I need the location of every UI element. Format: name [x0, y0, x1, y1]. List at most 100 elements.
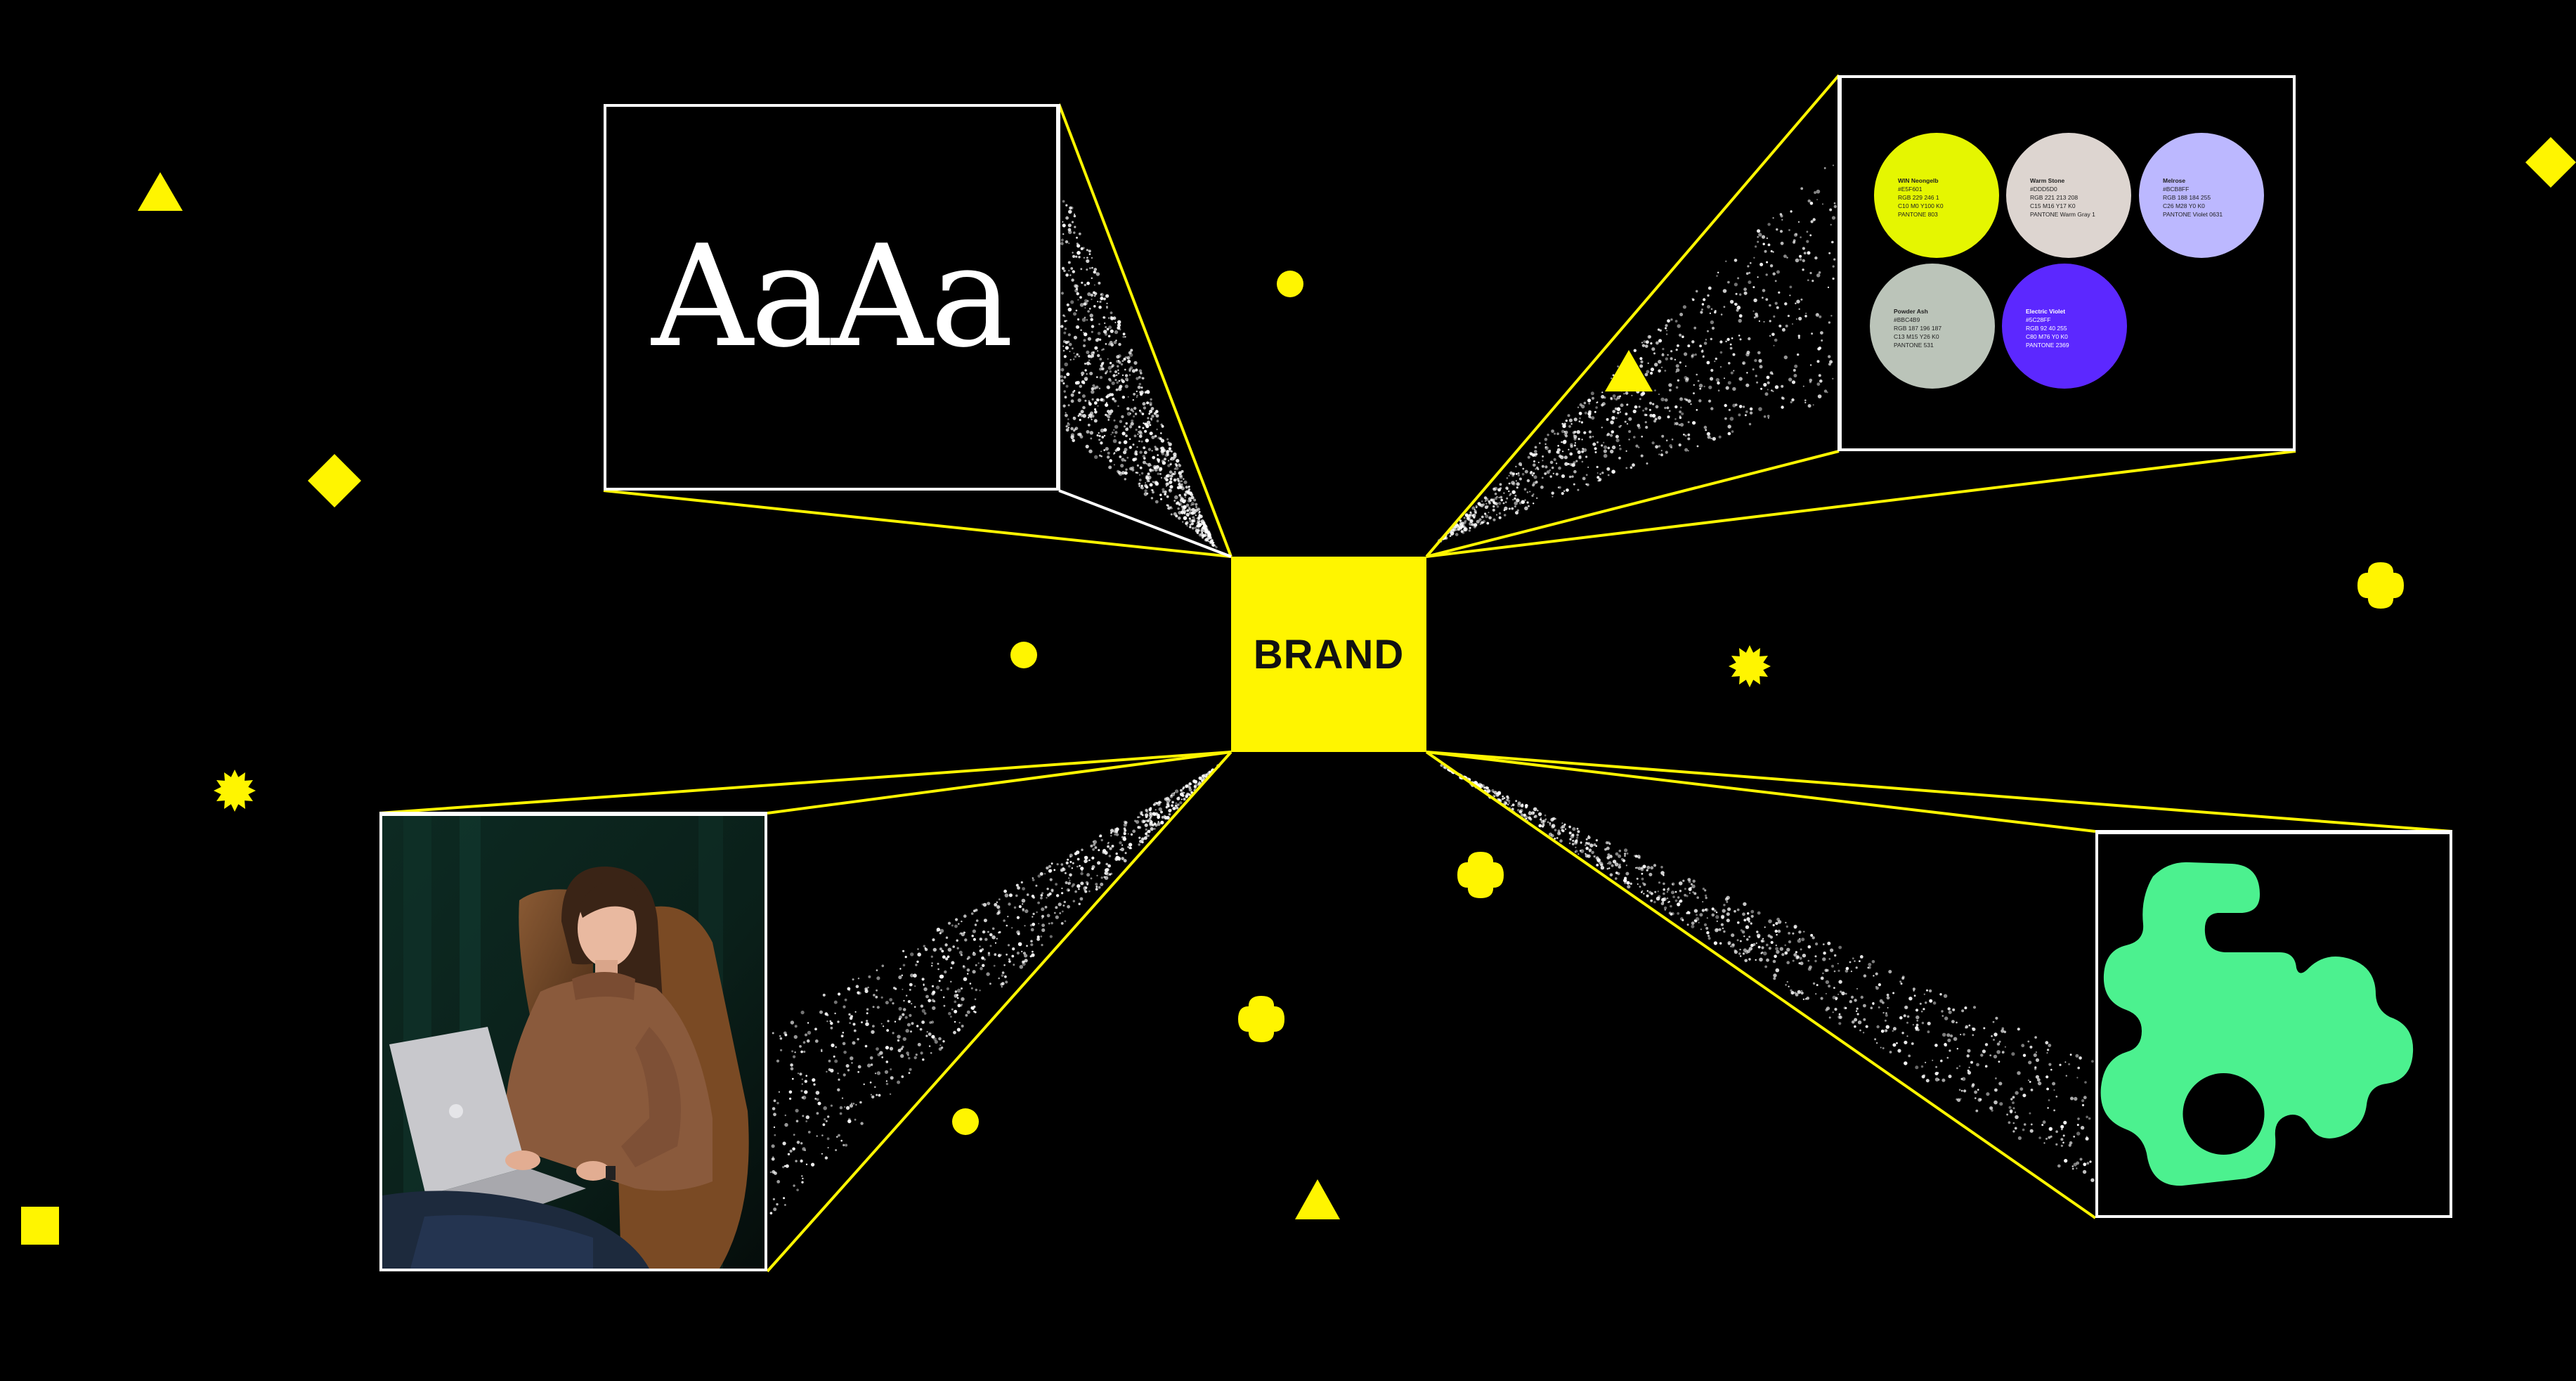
- sparkle-dot: [1534, 446, 1537, 449]
- sparkle-dot: [930, 1020, 935, 1024]
- sparkle-dot: [1725, 340, 1727, 343]
- sparkle-dot: [1517, 803, 1521, 808]
- sparkle-dot: [1127, 396, 1129, 398]
- sparkle-dot: [795, 1120, 799, 1122]
- sparkle-dot: [889, 998, 893, 1001]
- sparkle-dot: [1596, 441, 1599, 443]
- sparkle-dot: [824, 1156, 828, 1160]
- sparkle-dot: [1816, 984, 1819, 987]
- sparkle-dot: [1767, 223, 1771, 226]
- sparkle-dot: [1509, 471, 1514, 475]
- sparkle-dot: [852, 1023, 856, 1026]
- sparkle-dot: [2060, 1124, 2064, 1129]
- sparkle-dot: [931, 962, 933, 964]
- sparkle-dot: [1178, 483, 1181, 486]
- sparkle-dot: [1511, 803, 1515, 807]
- sparkle-dot: [1823, 167, 1826, 169]
- sparkle-dot: [1183, 798, 1186, 801]
- sparkle-dot: [1802, 954, 1807, 958]
- sparkle-dot: [902, 964, 906, 967]
- sparkle-dot: [974, 923, 977, 926]
- sparkle-dot: [1006, 953, 1008, 956]
- sparkle-dot: [1085, 444, 1089, 449]
- sparkle-dot: [1980, 1053, 1984, 1057]
- sparkle-dot: [1838, 1022, 1842, 1025]
- sparkle-dot: [1135, 472, 1138, 474]
- sparkle-dot: [1143, 457, 1146, 460]
- sparkle-dot: [1104, 868, 1109, 872]
- sparkle-dot: [1756, 381, 1759, 384]
- sparkle-dot: [1576, 430, 1580, 434]
- sparkle-dot: [1193, 498, 1197, 502]
- sparkle-dot: [1204, 531, 1208, 534]
- sparkle-dot: [1906, 1021, 1908, 1024]
- sparkle-dot: [850, 1102, 853, 1105]
- sparkle-dot: [1615, 439, 1620, 443]
- sparkle-dot: [1666, 406, 1670, 410]
- sparkle-dot: [1691, 924, 1695, 928]
- sparkle-dot: [991, 927, 995, 931]
- sparkle-dot: [1722, 909, 1726, 913]
- sparkle-dot: [2030, 1089, 2034, 1091]
- sparkle-dot: [1612, 410, 1615, 413]
- sparkle-dot: [1145, 828, 1148, 831]
- sparkle-dot: [1576, 836, 1579, 839]
- sparkle-dot: [1710, 308, 1713, 311]
- sparkle-dot: [1854, 960, 1856, 962]
- sparkle-dot: [1574, 851, 1576, 853]
- sparkle-dot: [1112, 374, 1116, 377]
- sparkle-dot: [1575, 846, 1577, 848]
- sparkle-dot: [1820, 331, 1823, 335]
- sparkle-dot: [800, 1142, 803, 1145]
- sparkle-dot: [1117, 365, 1119, 368]
- sparkle-dot: [1128, 438, 1131, 440]
- sparkle-dot: [1077, 415, 1080, 417]
- sparkle-dot: [939, 932, 942, 935]
- sparkle-dot: [1967, 1049, 1971, 1053]
- sparkle-dot: [1090, 293, 1094, 297]
- sparkle-dot: [1137, 826, 1140, 829]
- sparkle-dot: [817, 1101, 821, 1106]
- sparkle-dot: [1798, 931, 1802, 934]
- sparkle-dot: [1637, 855, 1641, 859]
- sparkle-dot: [1719, 351, 1723, 354]
- sparkle-dot: [1719, 365, 1722, 368]
- sparkle-dot: [1091, 325, 1095, 328]
- sparkle-dot: [1923, 993, 1925, 995]
- sparkle-dot: [1665, 450, 1668, 454]
- sparkle-dot: [1660, 902, 1665, 905]
- sparkle-dot: [1185, 784, 1189, 789]
- sparkle-dot: [793, 1055, 796, 1058]
- sparkle-dot: [2076, 1132, 2081, 1136]
- sparkle-dot: [963, 977, 968, 981]
- sparkle-dot: [823, 1106, 827, 1110]
- sparkle-dot: [1031, 953, 1035, 957]
- sparkle-dot: [1991, 1109, 1993, 1112]
- sparkle-dot: [1806, 240, 1809, 243]
- sparkle-dot: [2068, 1063, 2071, 1065]
- sparkle-dot: [1138, 376, 1141, 379]
- sparkle-dot: [1618, 456, 1621, 460]
- sparkle-dot: [1103, 434, 1106, 437]
- sparkle-dot: [1111, 845, 1114, 848]
- sparkle-dot: [1812, 982, 1816, 985]
- sparkle-dot: [1060, 869, 1063, 872]
- sparkle-dot: [1067, 858, 1069, 861]
- sparkle-dot: [1499, 483, 1502, 486]
- sparkle-dot: [849, 1103, 854, 1108]
- sparkle-dot: [1610, 420, 1614, 424]
- sparkle-dot: [1062, 349, 1065, 352]
- sparkle-dot: [1190, 499, 1192, 502]
- sparkle-dot: [848, 1117, 851, 1121]
- sparkle-dot: [1949, 1049, 1951, 1052]
- sparkle-dot: [1773, 973, 1777, 978]
- sparkle-dot: [1788, 932, 1791, 935]
- swatch-line: #BBC4B9: [1894, 316, 1920, 323]
- sparkle-dot: [1835, 997, 1838, 1000]
- sparkle-dot: [2073, 1135, 2076, 1138]
- sparkle-dot: [1008, 893, 1013, 897]
- sparkle-dot: [1069, 358, 1072, 361]
- sparkle-dot: [1160, 820, 1164, 824]
- sparkle-dot: [1705, 339, 1707, 341]
- sparkle-dot: [825, 1120, 828, 1122]
